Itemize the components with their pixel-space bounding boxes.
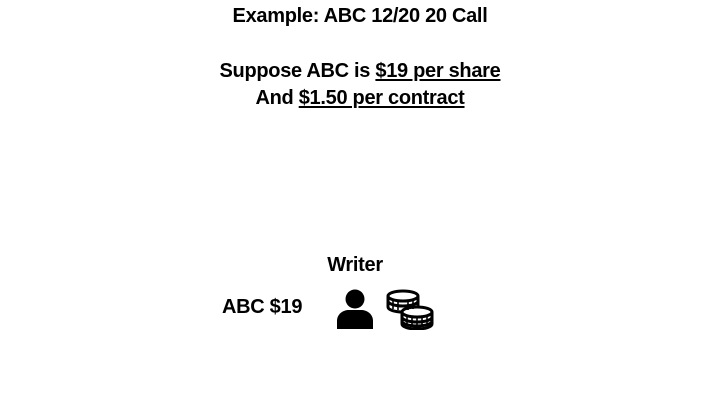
premium-per-contract: $1.50 per contract xyxy=(298,87,465,109)
stock-price-label: ABC $19 xyxy=(222,296,303,318)
premium-line-prefix: And xyxy=(255,87,299,109)
writer-label: Writer xyxy=(327,254,383,276)
coins-stack-icon xyxy=(386,289,434,330)
person-icon xyxy=(337,289,373,329)
premium-line: And $1.50 per contract xyxy=(0,87,720,110)
price-per-share: $19 per share xyxy=(375,60,501,82)
price-line: Suppose ABC is $19 per share xyxy=(0,60,720,83)
price-line-prefix: Suppose ABC is xyxy=(219,60,376,82)
slide-title: Example: ABC 12/20 20 Call xyxy=(232,5,488,27)
